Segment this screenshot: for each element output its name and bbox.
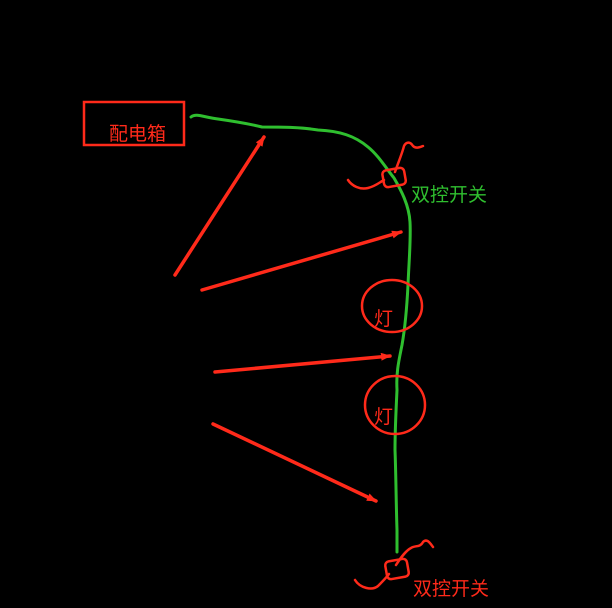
distribution-box-frame	[82, 100, 186, 147]
lamp-1-circle	[360, 278, 424, 334]
switch-bottom-symbol	[353, 539, 435, 590]
arrow-2	[200, 230, 403, 292]
switch-bottom-label: 双控开关	[413, 578, 489, 600]
switch-top-label: 双控开关	[411, 184, 487, 206]
wire-line	[189, 113, 412, 554]
distribution-box-label: 配电箱	[109, 123, 166, 145]
lamp-2-label: 灯	[374, 406, 393, 428]
arrow-3	[213, 352, 392, 374]
lamp-2-circle	[363, 374, 427, 436]
arrow-1	[173, 135, 266, 277]
lamp-1-label: 灯	[374, 308, 393, 330]
switch-top-symbol	[346, 141, 425, 190]
arrow-4	[211, 422, 378, 503]
